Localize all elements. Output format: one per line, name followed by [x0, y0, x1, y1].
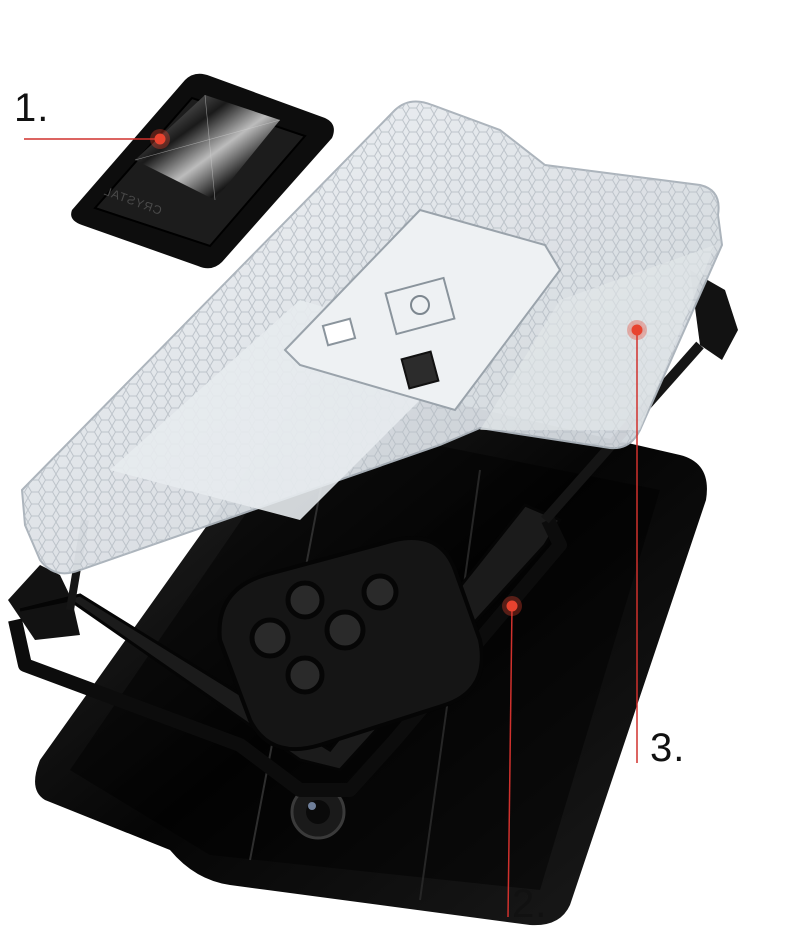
callout-label-3: 3. [650, 726, 686, 770]
clear-back-shell [20, 100, 724, 575]
callout-label-2: 2. [512, 882, 548, 926]
callout-leaders [24, 129, 647, 918]
phone-camera-lens [290, 784, 346, 840]
camera-guard [217, 536, 484, 752]
ring-holder-disc [134, 94, 281, 201]
leader-3-dot [631, 324, 643, 336]
ring-holder: CRYSTAL [71, 73, 334, 269]
leader-2-line [507, 605, 513, 918]
shell-center-window [283, 208, 562, 412]
callout-label-1: 1. [14, 86, 50, 130]
leader-2-dot [506, 600, 518, 612]
leader-1-dot [154, 133, 166, 145]
